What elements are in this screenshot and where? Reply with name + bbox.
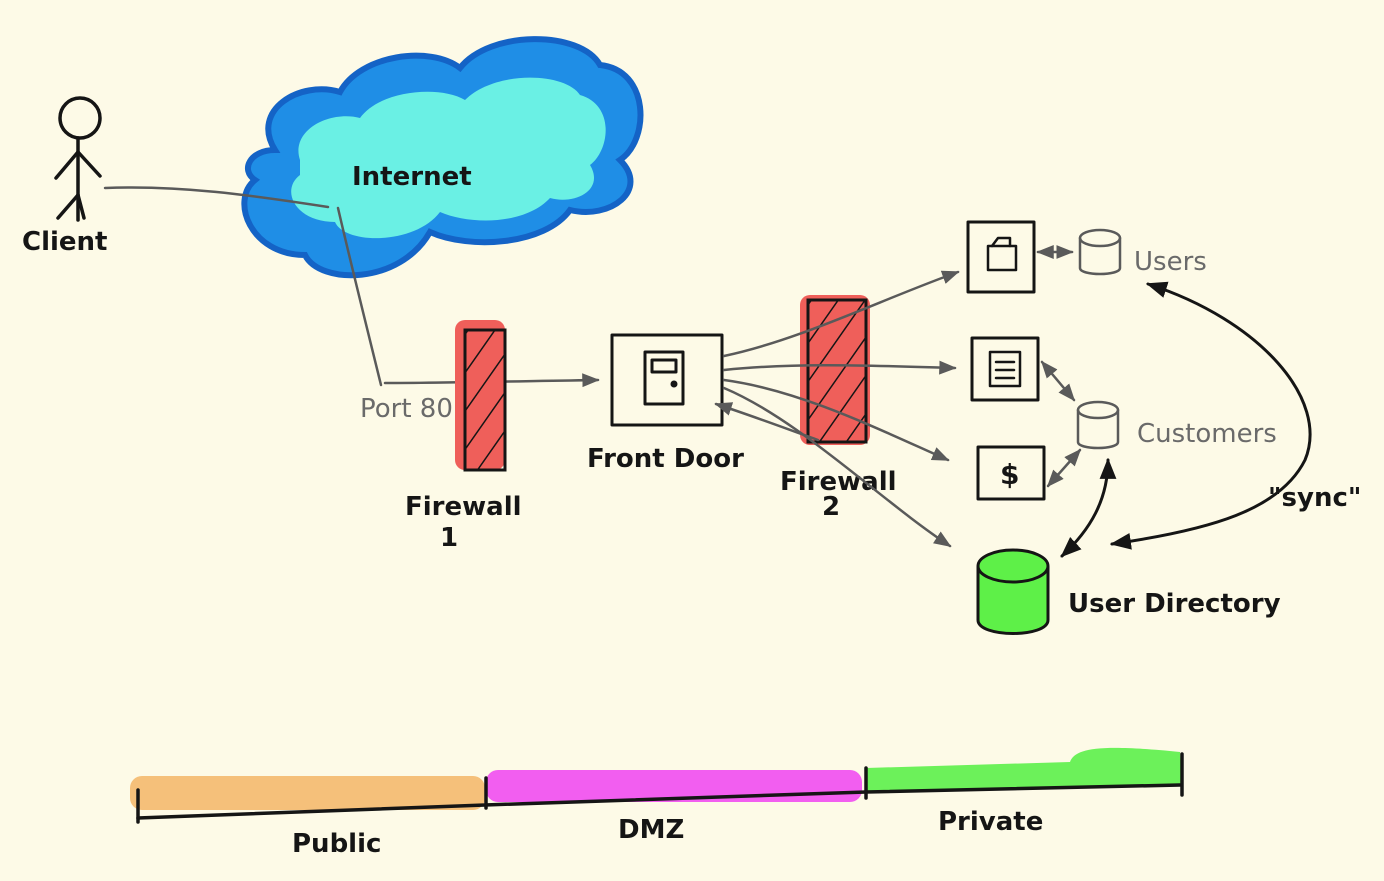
firewall-1-label: Firewall bbox=[405, 492, 522, 522]
sync-arrow bbox=[1109, 281, 1312, 550]
arrow-to-customers-service bbox=[722, 360, 957, 375]
zone-public-band bbox=[130, 776, 485, 810]
stick-figure-icon bbox=[54, 96, 102, 222]
user-directory-database-icon bbox=[976, 548, 1050, 635]
front-door-label: Front Door bbox=[587, 444, 744, 474]
users-database-icon bbox=[1078, 228, 1122, 276]
internet-cloud-icon bbox=[241, 36, 644, 279]
svg-text:$: $ bbox=[1000, 458, 1019, 491]
user-directory-label: User Directory bbox=[1068, 589, 1281, 619]
firewall-1-number: 1 bbox=[440, 523, 458, 553]
folder-icon bbox=[986, 236, 1018, 272]
customers-directory-arrow bbox=[1060, 457, 1117, 558]
zone-dmz-label: DMZ bbox=[618, 815, 684, 845]
door-icon bbox=[643, 350, 685, 406]
firewall-2-number: 2 bbox=[822, 492, 840, 522]
customers-service-db-link bbox=[1040, 360, 1076, 402]
internet-label: Internet bbox=[352, 162, 472, 192]
front-door-box bbox=[610, 333, 724, 427]
zone-private-label: Private bbox=[938, 807, 1043, 837]
customers-database-icon bbox=[1076, 400, 1120, 450]
zone-bar bbox=[130, 747, 1184, 824]
zone-public-label: Public bbox=[292, 829, 381, 859]
zone-private-band bbox=[866, 747, 1182, 792]
client-internet-line bbox=[103, 186, 330, 209]
firewall-2 bbox=[800, 295, 870, 445]
client-label: Client bbox=[22, 227, 107, 257]
arrow-to-users-service bbox=[722, 270, 960, 358]
billing-service-db-link bbox=[1046, 448, 1082, 488]
internet-port-line bbox=[336, 206, 383, 387]
users-label: Users bbox=[1134, 247, 1207, 277]
service-customers bbox=[970, 336, 1040, 402]
arrow-to-user-directory bbox=[722, 386, 952, 548]
port-label: Port 80 bbox=[360, 394, 453, 424]
customers-label: Customers bbox=[1137, 419, 1277, 449]
document-icon bbox=[988, 350, 1022, 388]
sync-label: "sync" bbox=[1268, 483, 1361, 513]
service-users bbox=[966, 220, 1036, 294]
arrow-to-billing-service bbox=[722, 378, 950, 462]
dollar-icon: $ bbox=[1000, 458, 1019, 491]
arrow-back-to-front-door bbox=[714, 402, 820, 442]
service-billing: $ bbox=[976, 445, 1046, 501]
firewall-1 bbox=[455, 320, 507, 472]
